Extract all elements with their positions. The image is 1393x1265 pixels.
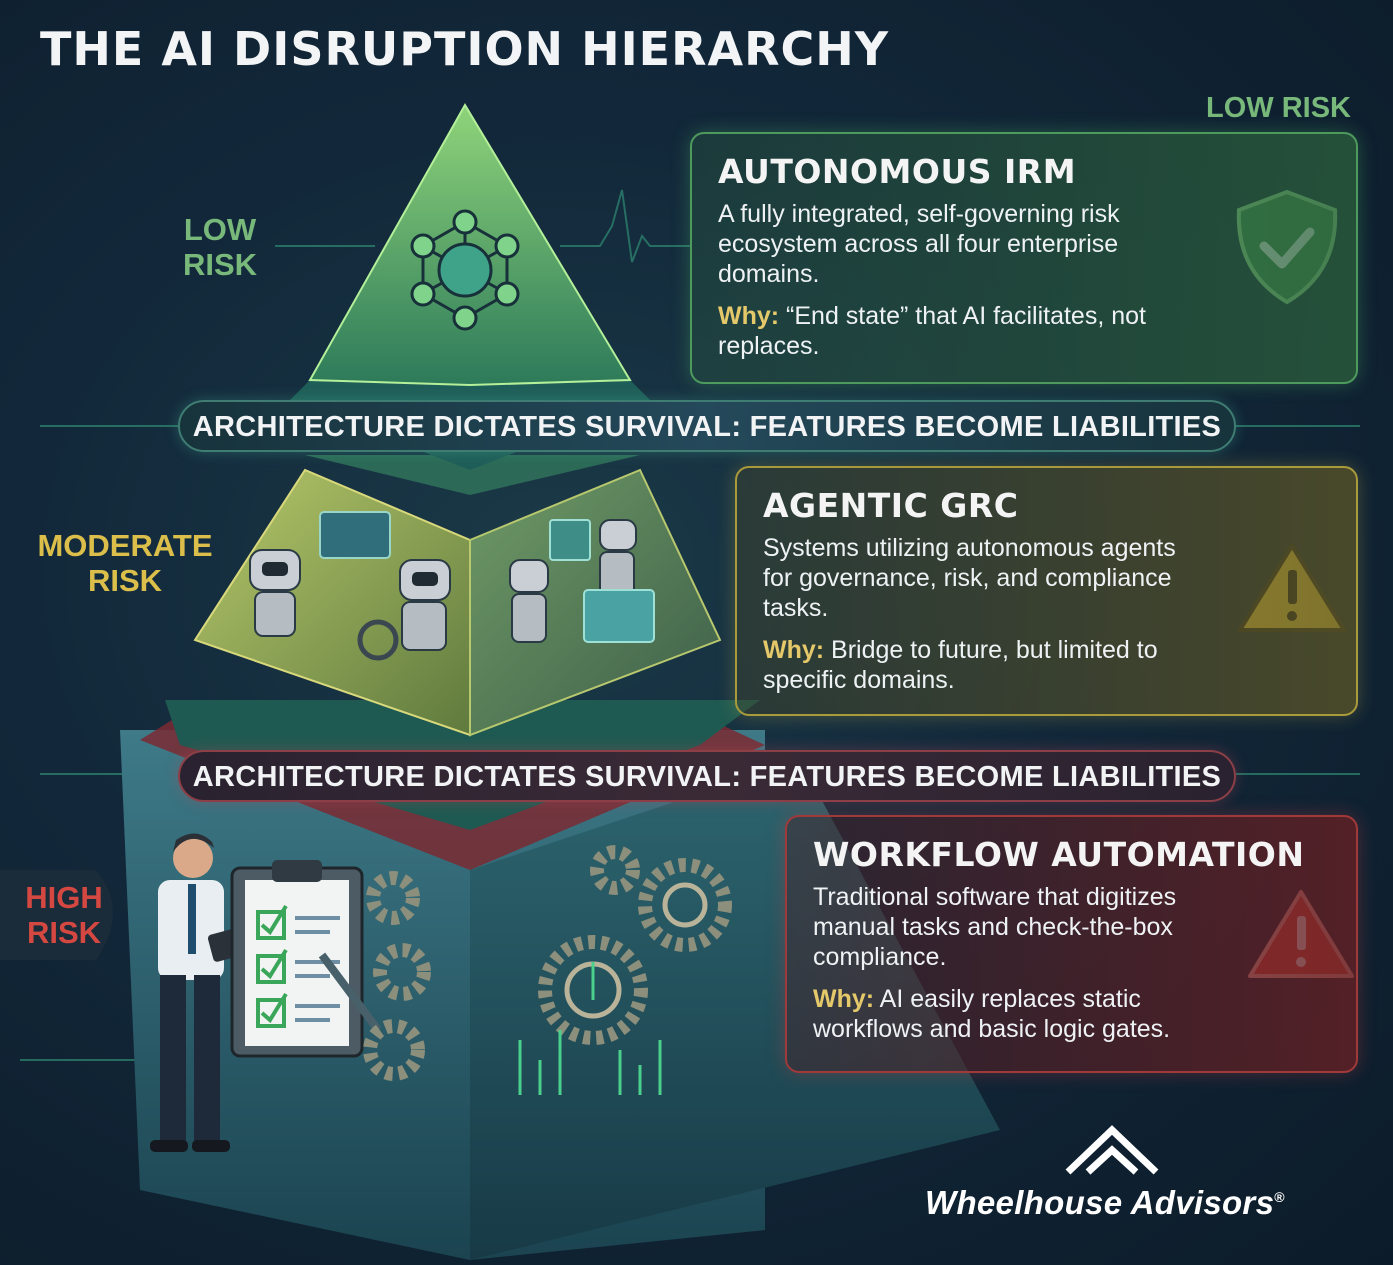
tier-heading: AUTONOMOUS IRM bbox=[718, 152, 1077, 191]
tier-card-agentic-grc: AGENTIC GRC Systems utilizing autonomous… bbox=[735, 466, 1358, 716]
tier-card-autonomous-irm: AUTONOMOUS IRM A fully integrated, self-… bbox=[690, 132, 1358, 384]
page-title: THE AI DISRUPTION HIERARCHY bbox=[40, 22, 890, 76]
moderate-risk-label: MODERATE RISK bbox=[30, 528, 220, 598]
tier-description: Systems utilizing autonomous agents for … bbox=[763, 534, 1176, 622]
risk-label-line: RISK bbox=[182, 247, 258, 282]
low-risk-label: LOW RISK bbox=[170, 212, 270, 282]
gear-icon bbox=[363, 845, 732, 1081]
bar-lines-decor bbox=[518, 962, 662, 1095]
why-text: “End state” that AI facilitates, not rep… bbox=[718, 302, 1146, 360]
architecture-banner-lower: ARCHITECTURE DICTATES SURVIVAL: FEATURES… bbox=[178, 750, 1236, 802]
registered-mark: ® bbox=[1274, 1189, 1285, 1205]
brand-name: Wheelhouse Advisors® bbox=[925, 1184, 1285, 1222]
tier-heading: AGENTIC GRC bbox=[763, 486, 1019, 525]
robot-icon bbox=[249, 511, 655, 661]
checklist-clipboard-icon bbox=[230, 860, 382, 1058]
risk-label-line: LOW bbox=[183, 212, 257, 247]
middle-tier-cap bbox=[305, 455, 640, 495]
tier-heading: WORKFLOW AUTOMATION bbox=[813, 835, 1305, 874]
businessman-illustration bbox=[150, 833, 253, 1152]
risk-label-line: RISK bbox=[87, 563, 163, 598]
tier-why: Why: Bridge to future, but limited to sp… bbox=[763, 635, 1203, 695]
why-label: Why: bbox=[763, 636, 825, 664]
high-risk-label: HIGH RISK bbox=[14, 880, 114, 950]
brand-name-text: Wheelhouse Advisors bbox=[925, 1184, 1275, 1221]
why-text: AI easily replaces static workflows and … bbox=[813, 985, 1171, 1043]
tier-why: Why: “End state” that AI facilitates, no… bbox=[718, 301, 1198, 361]
risk-label-line: HIGH bbox=[25, 880, 103, 915]
low-risk-corner-label: LOW RISK bbox=[1206, 92, 1351, 124]
wheelhouse-logo-icon bbox=[1065, 1125, 1159, 1175]
high-risk-marker bbox=[0, 870, 113, 960]
why-label: Why: bbox=[718, 302, 780, 330]
tier-why: Why: AI easily replaces static workflows… bbox=[813, 984, 1253, 1044]
why-text: Bridge to future, but limited to specifi… bbox=[763, 636, 1158, 694]
tier-card-workflow-automation: WORKFLOW AUTOMATION Traditional software… bbox=[785, 815, 1358, 1073]
risk-label-line: MODERATE bbox=[37, 528, 213, 563]
tier-description: A fully integrated, self-governing risk … bbox=[718, 200, 1120, 288]
risk-label-line: RISK bbox=[26, 915, 102, 950]
tier-description: Traditional software that digitizes manu… bbox=[813, 883, 1177, 971]
why-label: Why: bbox=[813, 985, 875, 1013]
architecture-banner-upper: ARCHITECTURE DICTATES SURVIVAL: FEATURES… bbox=[178, 400, 1236, 452]
network-node-icon bbox=[410, 209, 520, 331]
